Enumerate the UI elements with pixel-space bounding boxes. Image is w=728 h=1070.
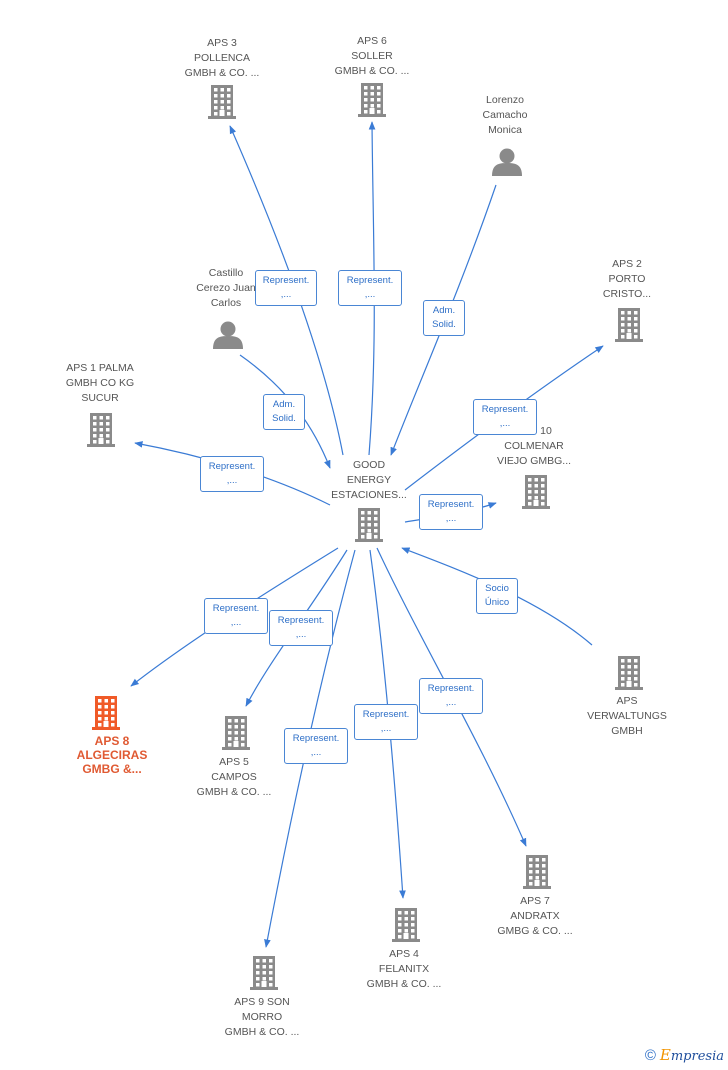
company-icon-aps4[interactable]	[392, 908, 420, 942]
edge-label-aps2[interactable]: Represent. ,...	[473, 399, 537, 435]
edge-label-castillo[interactable]: Adm. Solid.	[263, 394, 305, 430]
node-label-apsverw[interactable]: APS VERWALTUNGS GMBH	[587, 695, 667, 737]
brand-initial: E	[659, 1046, 671, 1064]
edge-label-aps1[interactable]: Represent. ,...	[200, 456, 264, 492]
node-label-aps1[interactable]: APS 1 PALMA GMBH CO KG SUCUR	[65, 362, 135, 404]
edge-label-aps4[interactable]: Represent. ,...	[354, 704, 418, 740]
node-label-aps7[interactable]: APS 7 ANDRATX GMBG & CO. ...	[497, 895, 573, 937]
edge-label-aps3[interactable]: Represent. ,...	[255, 270, 317, 306]
company-icon-aps7[interactable]	[523, 855, 551, 889]
edge-label-aps7[interactable]: Represent. ,...	[419, 678, 483, 714]
company-icon-apsverw[interactable]	[615, 656, 643, 690]
company-icon-aps6[interactable]	[358, 83, 386, 117]
person-icon-lorenzo[interactable]	[492, 148, 522, 177]
node-label-aps3[interactable]: APS 3 POLLENCA GMBH & CO. ...	[184, 37, 260, 79]
edge-label-aps8[interactable]: Represent. ,...	[204, 598, 268, 634]
node-label-aps9[interactable]: APS 9 SON MORRO GMBH & CO. ...	[224, 996, 300, 1038]
copyright-symbol: ©	[644, 1047, 656, 1064]
company-icon-aps3[interactable]	[208, 85, 236, 119]
edge-label-lorenzo[interactable]: Adm. Solid.	[423, 300, 465, 336]
node-label-aps8[interactable]: APS 8 ALGECIRAS GMBG &...	[76, 734, 148, 776]
company-icon-aps5[interactable]	[222, 716, 250, 750]
edge-label-aps10[interactable]: Represent. ,...	[419, 494, 483, 530]
company-icon-aps10[interactable]	[522, 475, 550, 509]
node-label-aps5[interactable]: APS 5 CAMPOS GMBH & CO. ...	[196, 756, 272, 798]
edge-label-aps5[interactable]: Represent. ,...	[269, 610, 333, 646]
empresia-logo: ©Empresia	[645, 1046, 724, 1064]
node-label-aps2[interactable]: APS 2 PORTO CRISTO...	[602, 258, 652, 300]
person-icon-castillo[interactable]	[213, 321, 243, 350]
node-label-castillo[interactable]: Castillo Cerezo Juan Carlos	[196, 267, 256, 309]
node-label-aps4[interactable]: APS 4 FELANITX GMBH & CO. ...	[366, 948, 442, 990]
company-icon-aps2[interactable]	[615, 308, 643, 342]
node-label-aps6[interactable]: APS 6 SOLLER GMBH & CO. ...	[334, 35, 410, 77]
edge-label-aps6[interactable]: Represent. ,...	[338, 270, 402, 306]
brand-name: mpresia	[670, 1049, 724, 1064]
company-icon-center[interactable]	[355, 508, 383, 542]
node-label-lorenzo[interactable]: Lorenzo Camacho Monica	[482, 94, 528, 136]
edge-label-apsverw[interactable]: Socio Único	[476, 578, 518, 614]
edge-label-aps9[interactable]: Represent. ,...	[284, 728, 348, 764]
node-label-center[interactable]: GOOD ENERGY ESTACIONES...	[331, 459, 407, 501]
company-icon-aps8[interactable]	[92, 696, 120, 730]
company-icon-aps1[interactable]	[87, 413, 115, 447]
company-icon-aps9[interactable]	[250, 956, 278, 990]
